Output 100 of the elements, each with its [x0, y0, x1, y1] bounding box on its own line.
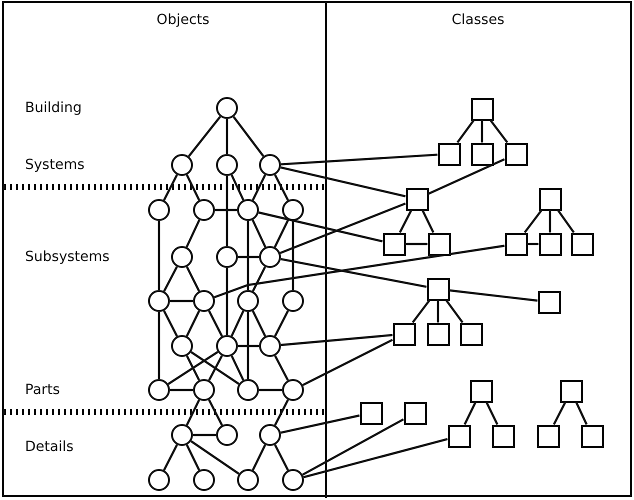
connector-line — [258, 211, 383, 242]
class-square — [448, 424, 470, 448]
connector-line — [226, 176, 228, 246]
object-circle — [282, 469, 304, 491]
connector-line — [422, 210, 434, 233]
connector-line — [214, 244, 505, 298]
connector-line — [464, 402, 476, 425]
connector-line — [274, 355, 289, 381]
connector-line — [398, 210, 412, 233]
connector-line — [274, 399, 289, 426]
connector-line — [188, 116, 222, 158]
object-circle — [237, 199, 259, 221]
connector-line — [215, 208, 237, 212]
level-label: Details — [25, 439, 74, 455]
connector-line — [280, 414, 360, 434]
connector-line — [230, 174, 244, 200]
class-square — [580, 424, 604, 448]
connector-line — [303, 438, 448, 478]
connector-line — [163, 174, 178, 201]
connector-line — [548, 210, 552, 232]
class-square — [560, 380, 582, 402]
class-square — [570, 232, 594, 256]
class-square — [470, 98, 494, 120]
object-circle — [216, 424, 238, 446]
connector-line — [246, 312, 250, 379]
connector-line — [280, 334, 393, 346]
level-label: Systems — [25, 157, 84, 173]
object-circle — [148, 379, 170, 401]
connector-line — [208, 355, 223, 381]
object-circle — [216, 97, 238, 119]
object-circle — [193, 469, 215, 491]
class-square — [406, 188, 428, 210]
connector-line — [232, 116, 264, 157]
class-square — [392, 322, 416, 346]
connector-line — [163, 444, 178, 471]
column-heading: Objects — [156, 12, 210, 28]
object-circle — [193, 379, 215, 401]
connector-line — [274, 219, 290, 248]
connector-line — [238, 256, 259, 258]
class-square — [504, 232, 528, 256]
object-circle — [193, 290, 215, 312]
class-square — [538, 290, 560, 314]
object-circle — [237, 290, 259, 312]
connector-line — [226, 119, 228, 154]
object-circle — [259, 335, 281, 357]
connector-line — [302, 418, 404, 476]
class-square — [382, 232, 406, 256]
connector-line — [412, 300, 430, 324]
connector-line — [280, 154, 438, 166]
connector-line — [158, 312, 160, 379]
connector-line — [524, 210, 542, 234]
object-circle — [193, 199, 215, 221]
object-circle — [259, 246, 281, 268]
object-circle — [171, 246, 193, 268]
object-circle — [216, 335, 238, 357]
object-circle — [216, 246, 238, 268]
connector-line — [274, 310, 289, 337]
class-square — [470, 380, 492, 402]
connector-line — [259, 388, 282, 392]
object-circle — [216, 154, 238, 176]
object-circle — [171, 335, 193, 357]
connector-line — [292, 221, 294, 290]
connector-line — [226, 268, 228, 335]
connector-line — [486, 402, 498, 425]
object-circle — [148, 199, 170, 221]
connector-line — [190, 440, 240, 475]
connector-line — [252, 444, 266, 471]
connector-line — [252, 266, 266, 292]
connector-line — [186, 444, 200, 471]
connector-line — [190, 351, 240, 385]
connector-line — [552, 402, 566, 425]
object-circle — [237, 379, 259, 401]
connector-line — [280, 258, 427, 288]
level-label: Building — [25, 100, 82, 116]
connector-line — [557, 210, 575, 234]
object-circle — [259, 154, 281, 176]
connector-line — [193, 434, 216, 436]
object-circle — [148, 469, 170, 491]
class-square — [426, 278, 450, 300]
connector-line — [528, 242, 538, 246]
connector-line — [238, 344, 259, 348]
class-square — [460, 322, 482, 346]
connector-line — [436, 300, 440, 322]
connector-line — [280, 166, 406, 198]
connector-line — [449, 289, 538, 302]
object-circle — [282, 379, 304, 401]
connector-line — [186, 355, 200, 381]
connector-line — [252, 220, 266, 248]
connector-line — [158, 221, 160, 290]
connector-line — [186, 220, 200, 248]
class-square — [504, 142, 528, 166]
connector-line — [230, 310, 244, 336]
connector-line — [163, 266, 178, 292]
connector-line — [302, 338, 393, 386]
object-circle — [282, 290, 304, 312]
object-circle — [148, 290, 170, 312]
connector-line — [208, 310, 223, 337]
connector-line — [252, 174, 266, 201]
connector-line — [230, 355, 244, 381]
object-circle — [171, 154, 193, 176]
